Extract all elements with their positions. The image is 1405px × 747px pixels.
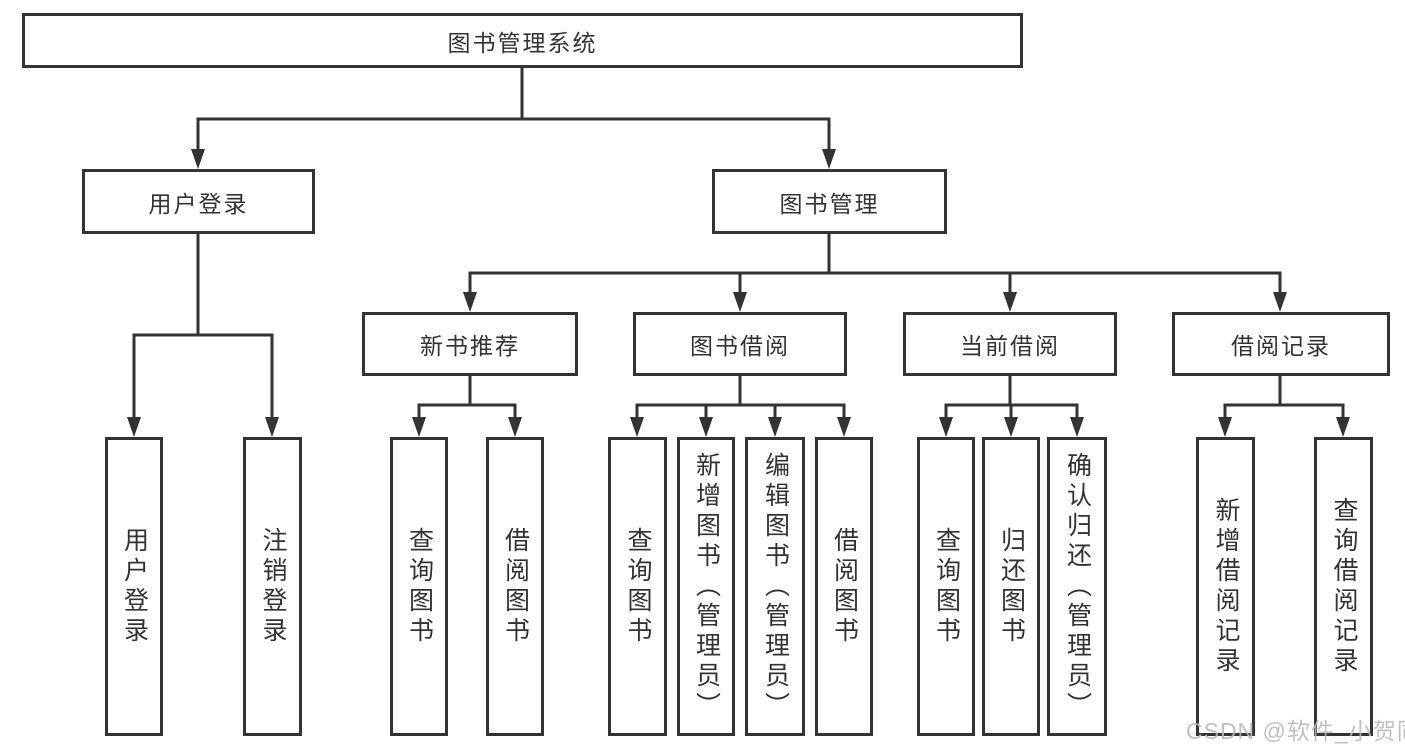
arrowhead: [127, 417, 141, 437]
edge-root-to-level2: [191, 66, 836, 169]
leaf-query-books-recommend: 查询图书: [390, 437, 448, 736]
leaf-confirm-return-admin: 确认归还（管理员）: [1047, 437, 1107, 736]
edge-current-borrow-children: [939, 374, 1084, 437]
node-borrow-records: 借阅记录: [1172, 312, 1390, 376]
node-book-borrow: 图书借阅: [633, 312, 847, 376]
leaf-query-borrow-record: 查询借阅记录: [1314, 437, 1373, 736]
node-root-system: 图书管理系统: [22, 13, 1023, 68]
arrowhead: [822, 149, 836, 169]
arrowhead: [1218, 417, 1232, 437]
leaf-add-borrow-record: 新增借阅记录: [1196, 437, 1255, 736]
edge-user-login-children: [127, 231, 279, 437]
leaf-logout: 注销登录: [243, 437, 302, 736]
arrowhead: [1070, 417, 1084, 437]
arrowhead: [733, 292, 747, 312]
arrowhead: [1273, 292, 1287, 312]
node-user-login: 用户登录: [82, 169, 315, 234]
edge-book-management-children: [463, 232, 1287, 312]
arrowhead: [939, 417, 953, 437]
edge-book-borrow-children: [630, 374, 851, 437]
arrowhead: [1336, 417, 1350, 437]
arrowhead: [1003, 292, 1017, 312]
node-current-borrow: 当前借阅: [903, 312, 1117, 376]
leaf-user-login: 用户登录: [105, 437, 163, 736]
edge-borrow-records-children: [1218, 374, 1350, 437]
leaf-borrow-books: 借阅图书: [815, 437, 873, 736]
edge-new-book-recommend-children: [412, 374, 522, 437]
leaf-edit-books-admin: 编辑图书（管理员）: [745, 437, 805, 736]
arrowhead: [699, 417, 713, 437]
leaf-add-books-admin: 新增图书（管理员）: [677, 437, 735, 736]
arrowhead: [508, 417, 522, 437]
leaf-return-books: 归还图书: [982, 437, 1040, 736]
arrowhead: [837, 417, 851, 437]
arrowhead: [1004, 417, 1018, 437]
leaf-borrow-books-recommend: 借阅图书: [486, 437, 544, 736]
node-book-management: 图书管理: [712, 169, 947, 234]
node-new-book-recommend: 新书推荐: [362, 312, 578, 376]
leaf-query-books-current: 查询图书: [917, 437, 975, 736]
arrowhead: [191, 149, 205, 169]
leaf-query-books-borrow: 查询图书: [608, 437, 667, 736]
arrowhead: [463, 292, 477, 312]
arrowhead: [630, 417, 644, 437]
arrowhead: [412, 417, 426, 437]
arrowhead: [768, 417, 782, 437]
csdn-watermark: CSDN @软件_小贺同学: [1186, 718, 1405, 744]
arrowhead: [265, 417, 279, 437]
